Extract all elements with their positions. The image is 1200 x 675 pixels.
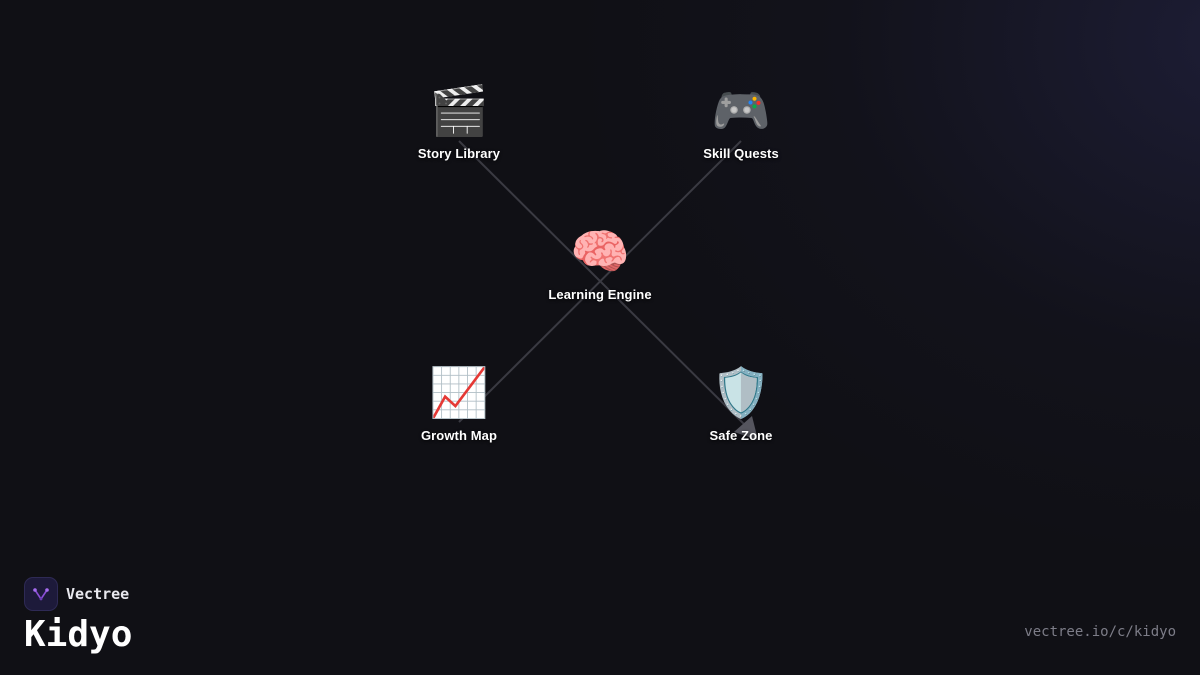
connector-arrowhead [734,416,758,440]
chart-increasing-icon: 📈 [429,365,489,421]
node-safe-zone: 🛡️ Safe Zone [661,364,821,443]
footer-url[interactable]: vectree.io/c/kidyo [1024,624,1176,640]
product-name: Kidyo [24,614,133,655]
node-story-library: 🎬 Story Library [379,82,539,161]
node-label: Skill Quests [703,146,779,161]
node-label: Learning Engine [548,287,652,302]
node-label: Story Library [417,146,501,161]
brand-block: Vectree Kidyo [24,577,132,655]
connector-skill-quests-to-growth-map [458,140,742,423]
vectree-logo-mark [33,588,49,601]
node-label: Growth Map [420,428,498,443]
brand-row: Vectree [24,577,132,611]
brain-icon: 🧠 [570,224,630,280]
vectree-logo-icon [24,577,58,611]
node-growth-map: 📈 Growth Map [379,364,539,443]
clapperboard-icon: 🎬 [429,83,489,139]
gamepad-icon: 🎮 [711,83,771,139]
node-label: Safe Zone [709,428,773,443]
node-skill-quests: 🎮 Skill Quests [661,82,821,161]
shield-icon: 🛡️ [711,365,771,421]
node-learning-engine: 🧠 Learning Engine [520,223,680,302]
connector-story-library-to-safe-zone [458,140,753,433]
company-name: Vectree [66,585,130,603]
